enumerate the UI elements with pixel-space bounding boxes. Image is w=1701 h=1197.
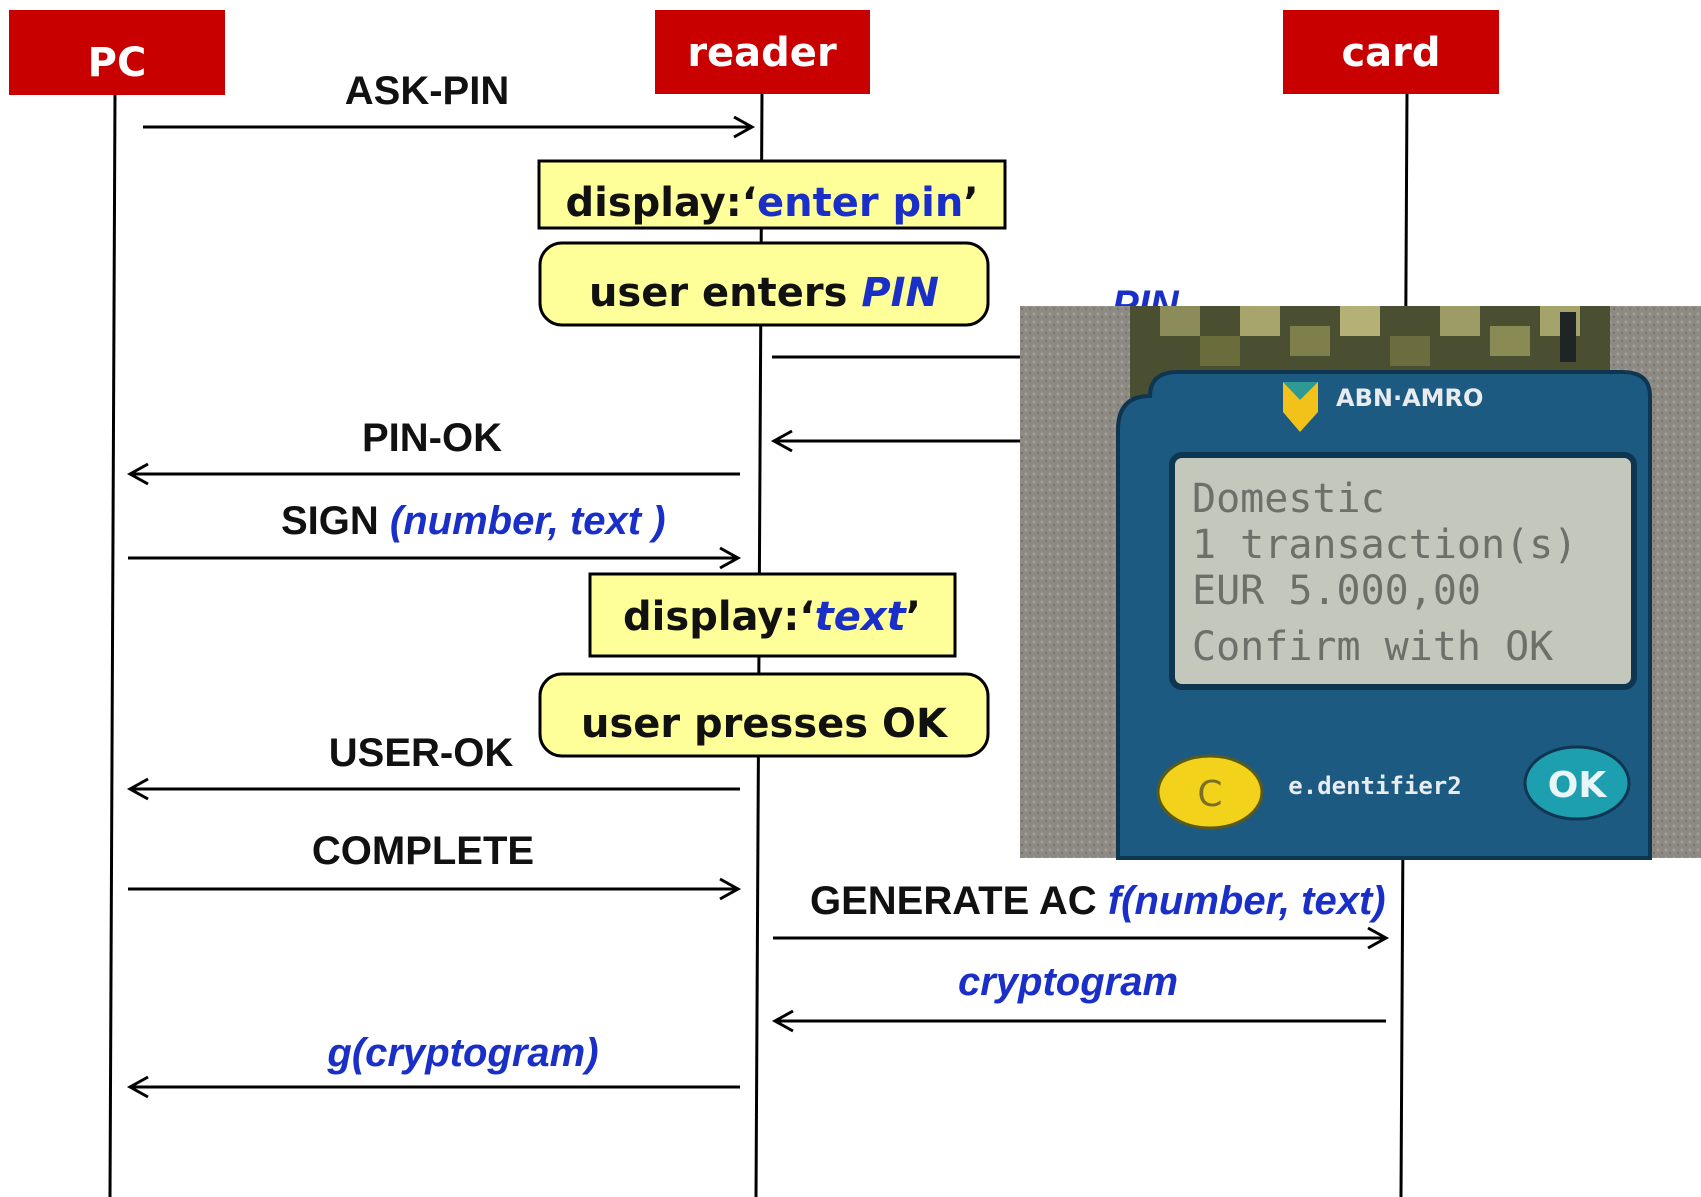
actor-reader-label: reader (687, 30, 837, 76)
device-button-ok: OK (1523, 745, 1631, 821)
svg-text:OK: OK (1548, 765, 1608, 806)
note-display-prefix: display:‘ (565, 180, 757, 226)
message-user-ok-label: USER-OK (329, 731, 514, 775)
message-pin-ok-label: PIN-OK (362, 416, 502, 460)
svg-text:user enters PIN: user enters PIN (589, 270, 939, 316)
arrow-cryptogram (771, 1009, 1386, 1033)
message-g-cryptogram-label: g(cryptogram) (326, 1031, 598, 1075)
actor-card: card (1283, 10, 1499, 94)
note-user-presses-ok-label: user presses OK (581, 701, 949, 747)
screen-line-3: EUR 5.000,00 (1192, 568, 1481, 614)
device-button-c: C (1156, 754, 1264, 830)
message-generate-ac-args: f(number, text) (1108, 879, 1386, 923)
actor-pc: PC (9, 10, 225, 95)
note-user-enters-pin: user enters PIN (538, 241, 990, 327)
lcd-screen (1169, 452, 1637, 690)
arrow-ask-pin (143, 115, 756, 139)
actor-pc-label: PC (88, 40, 147, 86)
device-model: e.dentifier2 (1288, 772, 1461, 800)
screen-line-1: Domestic (1192, 476, 1385, 522)
note-display-text-value: text (815, 594, 908, 640)
arrow-g-cryptogram (126, 1075, 740, 1099)
message-ask-pin-label: ASK-PIN (345, 69, 509, 113)
arrow-sign (128, 546, 742, 570)
svg-text:C: C (1197, 774, 1222, 815)
note-display-value: enter pin (757, 180, 963, 226)
shield-icon (1283, 382, 1318, 432)
svg-text:GENERATE AC f(number, text: GENERATE AC f(number, text) (810, 879, 1386, 923)
arrow-generate-ac (773, 926, 1390, 950)
note-user-enters-prefix: user enters (589, 270, 861, 316)
arrow-card-response (770, 429, 1030, 453)
message-sign-label: SIGN (281, 499, 379, 543)
svg-text:display:‘enter pin’: display:‘enter pin’ (565, 180, 978, 226)
note-display-enter-pin: display:‘enter pin’ (537, 159, 1007, 230)
note-display-text-suffix: ’ (906, 594, 921, 640)
arrow-pin-ok (126, 462, 740, 486)
note-display-text-prefix: display:‘ (623, 594, 815, 640)
note-display-text: display:‘text’ (588, 572, 957, 658)
arrow-complete (128, 877, 742, 901)
message-complete-label: COMPLETE (312, 829, 534, 873)
svg-text:display:‘text’: display:‘text’ (623, 594, 921, 640)
message-cryptogram-label: cryptogram (958, 960, 1178, 1004)
message-generate-ac-label: GENERATE AC (810, 879, 1097, 923)
message-sign-args: (number, text ) (390, 499, 666, 543)
device-brand: ABN·AMRO (1336, 384, 1483, 412)
screen-line-4: Confirm with OK (1192, 624, 1553, 670)
note-user-presses-ok: user presses OK (538, 672, 990, 758)
device-photo: ABN·AMRO Domestic 1 transaction(s) EUR 5… (1020, 306, 1701, 860)
note-display-suffix: ’ (963, 180, 978, 226)
lifeline-pc (108, 91, 117, 1197)
svg-text:SIGN (number, text ): SIGN (number, text ) (281, 499, 666, 543)
note-user-enters-value: PIN (861, 270, 939, 316)
screen-line-2: 1 transaction(s) (1192, 522, 1577, 568)
arrow-user-ok (126, 777, 740, 801)
actor-card-label: card (1341, 30, 1440, 76)
actor-reader: reader (655, 10, 870, 94)
